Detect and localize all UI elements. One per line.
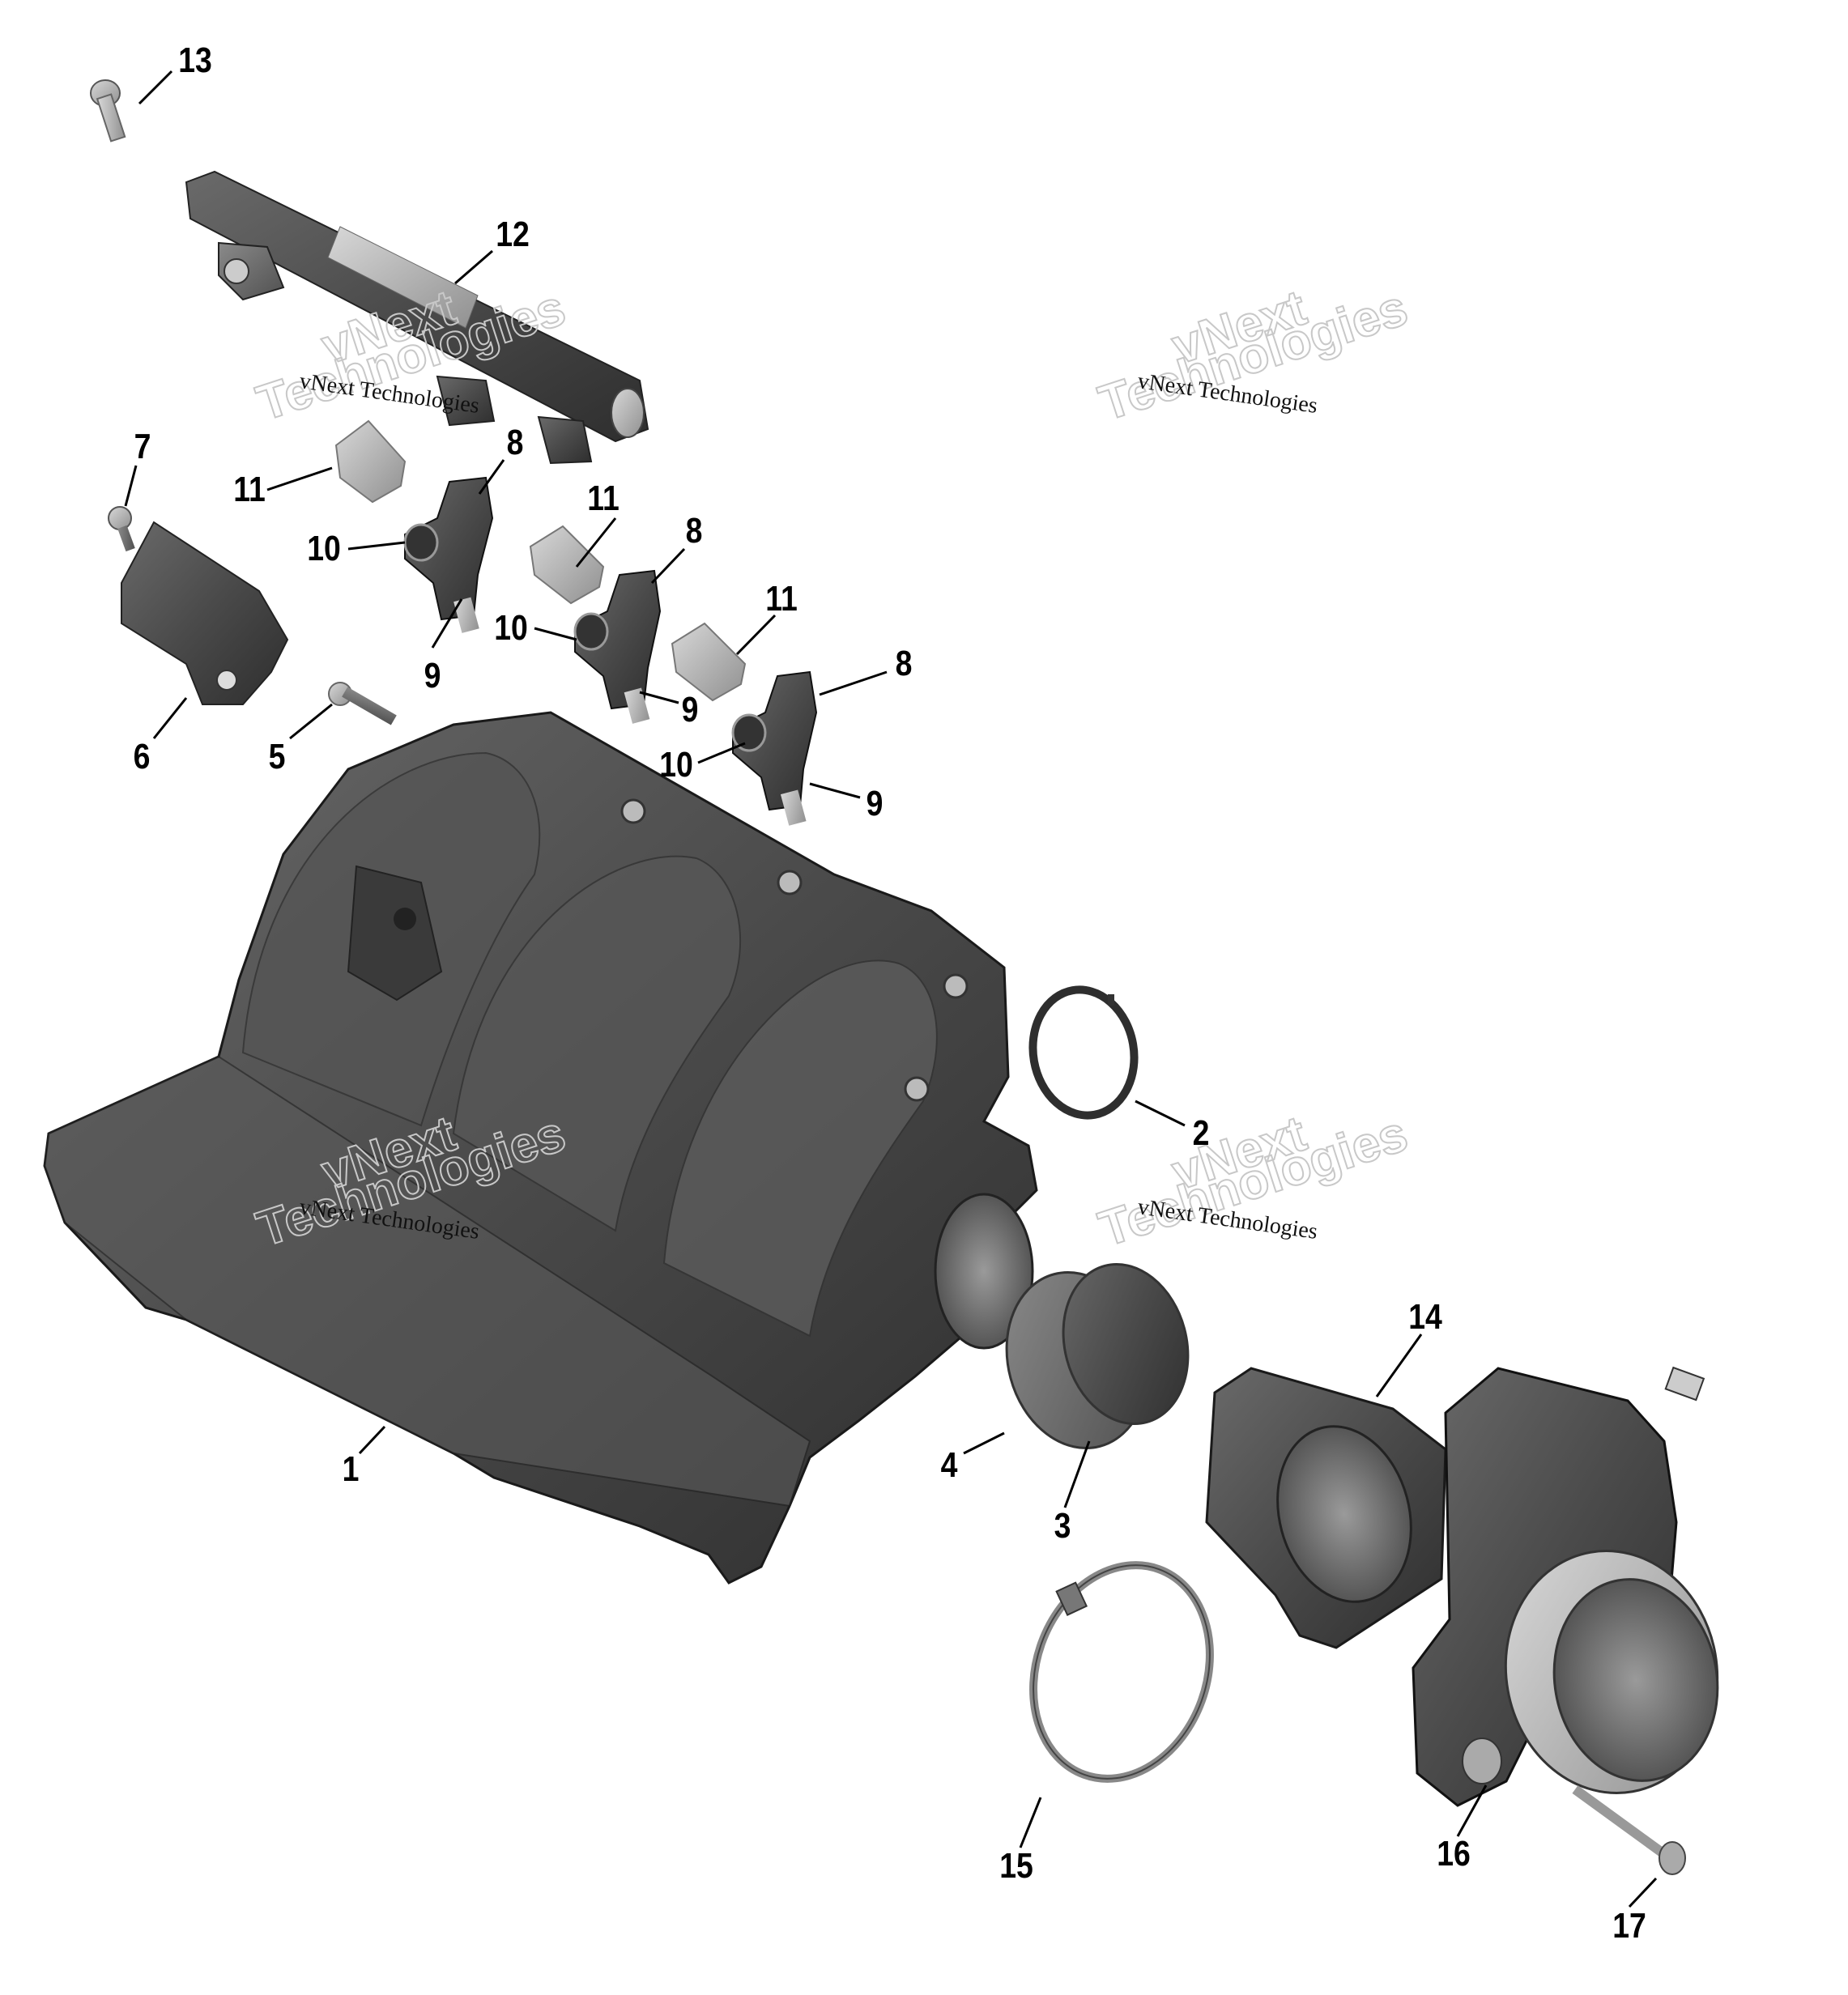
leader-lines [124, 70, 1658, 1908]
callout-9b[interactable]: 9 [681, 690, 699, 730]
callout-15[interactable]: 15 [999, 1846, 1033, 1886]
injector-clip-11c [671, 622, 747, 702]
fuel-rail-12 [185, 170, 649, 465]
callout-2[interactable]: 2 [1192, 1113, 1210, 1153]
throttle-body-16 [1412, 1366, 1719, 1807]
callout-13[interactable]: 13 [178, 40, 212, 80]
fuel-injector-8c [731, 670, 818, 826]
callout-11c[interactable]: 11 [765, 579, 798, 619]
hose-clamp-15 [1029, 1561, 1214, 1783]
map-sensor-6 [121, 521, 289, 705]
callout-12[interactable]: 12 [496, 215, 530, 254]
callout-17[interactable]: 17 [1612, 1906, 1646, 1946]
callout-3[interactable]: 3 [1054, 1506, 1071, 1546]
callout-9c[interactable]: 9 [866, 784, 884, 823]
throttle-screw-17 [1572, 1785, 1686, 1875]
rail-screw-13 [90, 79, 126, 142]
callout-10b[interactable]: 10 [494, 608, 528, 648]
callout-11a[interactable]: 11 [233, 470, 266, 509]
callout-16[interactable]: 16 [1437, 1834, 1471, 1874]
callout-10a[interactable]: 10 [307, 529, 341, 568]
callout-7[interactable]: 7 [134, 427, 151, 466]
callout-8a[interactable]: 8 [506, 423, 524, 462]
throttle-adaptor-14 [1205, 1367, 1447, 1649]
fuel-injector-8a [403, 476, 494, 633]
intake-manifold-1 [43, 711, 1038, 1585]
sensor-screw-7 [108, 506, 135, 552]
o-ring-seal-2 [1028, 985, 1139, 1120]
callout-1[interactable]: 1 [342, 1449, 360, 1489]
screw-5 [328, 682, 397, 725]
adaptor-4 [1005, 1262, 1190, 1450]
callout-8b[interactable]: 8 [685, 511, 703, 551]
injector-clip-11b [529, 525, 605, 605]
callout-9a[interactable]: 9 [424, 656, 441, 695]
callout-8c[interactable]: 8 [895, 644, 913, 683]
fuel-injector-8b [573, 569, 662, 724]
callout-11b[interactable]: 11 [587, 479, 620, 518]
injector-clip-11a [334, 419, 407, 504]
callout-14[interactable]: 14 [1408, 1297, 1442, 1337]
callout-4[interactable]: 4 [940, 1445, 958, 1485]
callout-6[interactable]: 6 [133, 737, 151, 776]
callout-10c[interactable]: 10 [659, 745, 693, 785]
callout-5[interactable]: 5 [268, 737, 286, 776]
